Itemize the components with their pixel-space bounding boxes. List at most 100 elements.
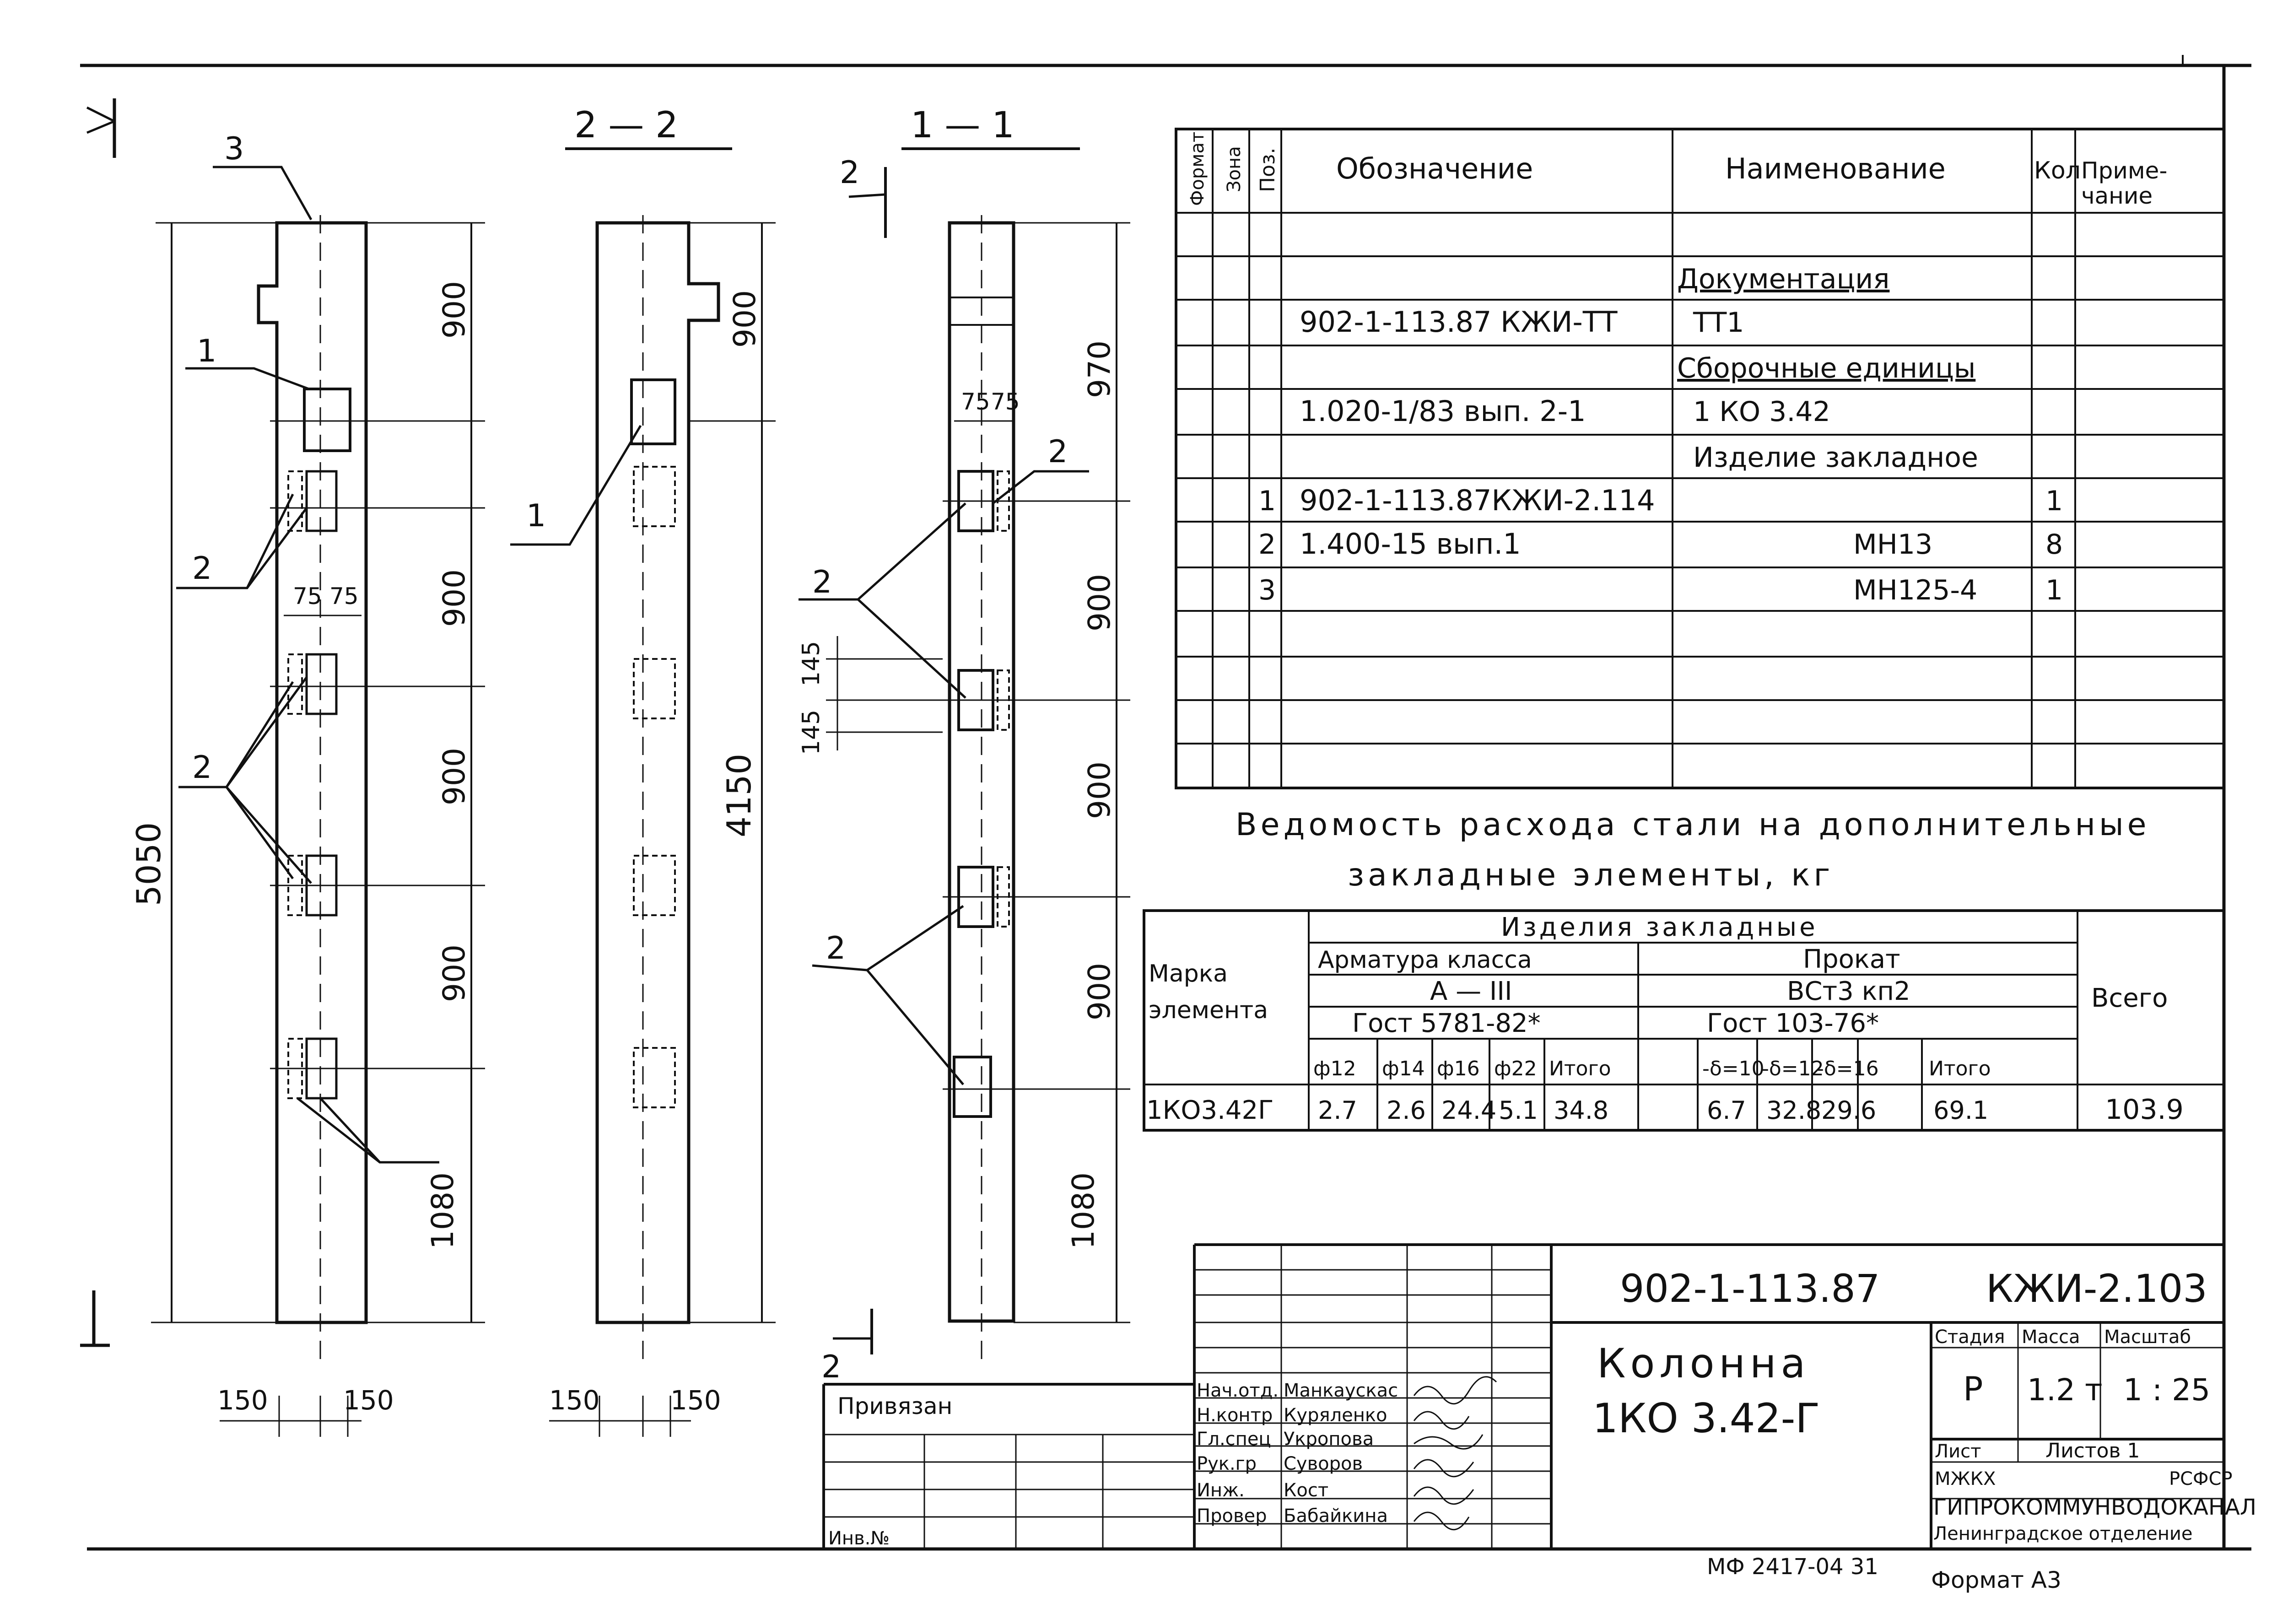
- stage-value: Р: [1963, 1370, 1983, 1408]
- spec-row-designation: 902-1-113.87КЖИ-2.114: [1300, 484, 1655, 517]
- spec-row-name: Сборочные единицы: [1677, 352, 1975, 384]
- scale-label: Масштаб: [2104, 1327, 2191, 1348]
- header-pos: Поз.: [1256, 148, 1279, 192]
- header-zone: Зона: [1224, 146, 1245, 192]
- section-title-2-2: 2 — 2: [574, 105, 678, 146]
- steel-table: Марка элемента Изделия закладные Арматур…: [1143, 909, 2225, 1132]
- spec-row-name: МН125-4: [1853, 574, 1977, 606]
- callout-2: 2: [192, 550, 212, 587]
- steel-arm-col-header: ф14: [1382, 1057, 1425, 1080]
- steel-rolled-value: 69.1: [1933, 1096, 1988, 1125]
- title-line1: Колонна: [1597, 1340, 1810, 1387]
- role-name: Манкаускас: [1284, 1380, 1398, 1401]
- inv-label: Инв.№: [828, 1528, 890, 1549]
- section-marker-bottom-left: [80, 1290, 110, 1347]
- spec-row-qty: 1: [2045, 485, 2063, 517]
- callout-2-right-c: 2: [826, 930, 846, 966]
- title-line2: 1КО 3.42-Г: [1592, 1395, 1820, 1442]
- dim-900-mid: 900: [727, 290, 762, 348]
- steel-rolled-header: Прокат: [1803, 944, 1900, 974]
- column-section-1-1: 2 2 2 970 900 900 900 1080 75 75 145 145: [798, 215, 1130, 1368]
- dim-900-b: 900: [437, 569, 472, 627]
- sheet-code: КЖИ-2.103: [1986, 1266, 2207, 1311]
- callout-2-right-a: 2: [1048, 434, 1068, 470]
- role-name: Кост: [1284, 1480, 1328, 1501]
- steel-armature-gost: Гост 5781-82*: [1352, 1009, 1541, 1038]
- header-name: Наименование: [1725, 152, 1946, 185]
- callout-2-right-b: 2: [812, 564, 832, 600]
- column-left-view: 3 1 2 2 5050 900 900 900 900 1080 75 75: [130, 131, 485, 1437]
- spec-row-name: Документация: [1677, 263, 1889, 295]
- header-format: Формат: [1187, 132, 1208, 206]
- callout-1: 1: [197, 333, 216, 369]
- steel-title-line1: Ведомость расхода стали на дополнительны…: [1236, 807, 2150, 843]
- steel-arm-col-header: ф16: [1437, 1057, 1480, 1080]
- dim-900-c: 900: [437, 748, 472, 805]
- role-label: Инж.: [1197, 1480, 1245, 1501]
- footer-stamp: МФ 2417-04 31: [1707, 1554, 1878, 1580]
- steel-rolled-col-header: -δ=16: [1817, 1057, 1879, 1080]
- dim-145-a: 145: [798, 641, 825, 686]
- spec-row-name: Изделие закладное: [1693, 442, 1978, 474]
- role-label: Нач.отд.: [1197, 1380, 1279, 1401]
- steel-arm-col-header: Итого: [1549, 1057, 1611, 1080]
- steel-rolled-col-header: -δ=10: [1702, 1057, 1765, 1080]
- org-line1a: МЖКХ: [1935, 1468, 1996, 1489]
- footer-format: Формат А3: [1931, 1567, 2061, 1593]
- spec-row-qty: 1: [2045, 574, 2063, 606]
- dim-1080-right: 1080: [1066, 1172, 1101, 1249]
- steel-armature-header: Арматура класса: [1318, 946, 1532, 974]
- steel-row-total: 103.9: [2105, 1094, 2184, 1126]
- title-block: 902-1-113.87 КЖИ-2.103 Колонна 1КО 3.42-…: [822, 1243, 2256, 1549]
- stage-label: Стадия: [1935, 1327, 2005, 1348]
- specification-table: Формат Зона Поз. Обозначение Наименовани…: [1175, 128, 2225, 789]
- steel-mark-header: Марка элемента: [1149, 960, 1268, 1024]
- doc-code: 902-1-113.87: [1620, 1266, 1880, 1311]
- steel-title: Ведомость расхода стали на дополнительны…: [1236, 807, 2150, 893]
- column-section-2-2: 1 900 4150 150 150: [510, 215, 776, 1437]
- org-line2: ГИПРОКОММУНВОДОКАНАЛ: [1933, 1495, 2256, 1520]
- steel-arm-col-header: ф12: [1313, 1057, 1356, 1080]
- dim-150-mid-b: 150: [670, 1385, 721, 1416]
- role-name: Суворов: [1284, 1453, 1363, 1474]
- mass-value: 1.2 т: [2027, 1372, 2102, 1408]
- spec-row-designation: 1.400-15 вып.1: [1300, 527, 1521, 561]
- spec-row-designation: 902-1-113.87 КЖИ-ТТ: [1300, 305, 1618, 339]
- dim-75-right-b: 75: [991, 388, 1020, 415]
- section-marker-top-left: [86, 98, 116, 158]
- sheet-label: Лист: [1935, 1441, 1981, 1462]
- role-name: Укропова: [1284, 1429, 1374, 1450]
- steel-rolled-value: 32.8: [1766, 1096, 1821, 1125]
- spec-row-pos: 1: [1258, 485, 1276, 517]
- steel-arm-value: 34.8: [1554, 1096, 1608, 1125]
- dim-75-b: 75: [329, 583, 359, 610]
- dim-75-a: 75: [293, 583, 322, 610]
- dim-150-mid-a: 150: [549, 1385, 600, 1416]
- dim-900-d: 900: [437, 944, 472, 1002]
- steel-rolled-value: 6.7: [1707, 1096, 1746, 1125]
- sheet-frame: [80, 55, 2251, 1551]
- svg-text:2: 2: [821, 1349, 841, 1385]
- section-title-1-1: 1 — 1: [911, 105, 1014, 146]
- dim-900-right-a: 900: [1082, 574, 1117, 631]
- dim-900-right-b: 900: [1082, 761, 1117, 819]
- svg-text:2: 2: [840, 155, 859, 191]
- steel-arm-value: 2.6: [1387, 1096, 1426, 1125]
- dim-75-right-a: 75: [961, 388, 990, 415]
- callout-1-mid: 1: [526, 498, 546, 534]
- steel-rolled-gost: Гост 103-76*: [1707, 1009, 1879, 1038]
- sheets-label: Листов 1: [2045, 1439, 2140, 1462]
- scale-value: 1 : 25: [2123, 1372, 2210, 1408]
- steel-rolled-grade: ВСт3 кп2: [1787, 977, 1910, 1006]
- steel-total-header: Всего: [2091, 983, 2168, 1013]
- dim-150-a: 150: [217, 1385, 268, 1416]
- section-marker-2-bottom: 2: [821, 1309, 873, 1385]
- steel-title-line2: закладные элементы, кг: [1348, 857, 1834, 893]
- steel-row-mark: 1КО3.42Г: [1146, 1095, 1274, 1125]
- steel-group-header: Изделия закладные: [1501, 912, 1818, 942]
- spec-row-qty: 8: [2045, 529, 2063, 561]
- spec-row-pos: 3: [1258, 574, 1276, 606]
- org-line3: Ленинградское отделение: [1933, 1523, 2192, 1544]
- header-note: Приме- чание: [2081, 157, 2175, 209]
